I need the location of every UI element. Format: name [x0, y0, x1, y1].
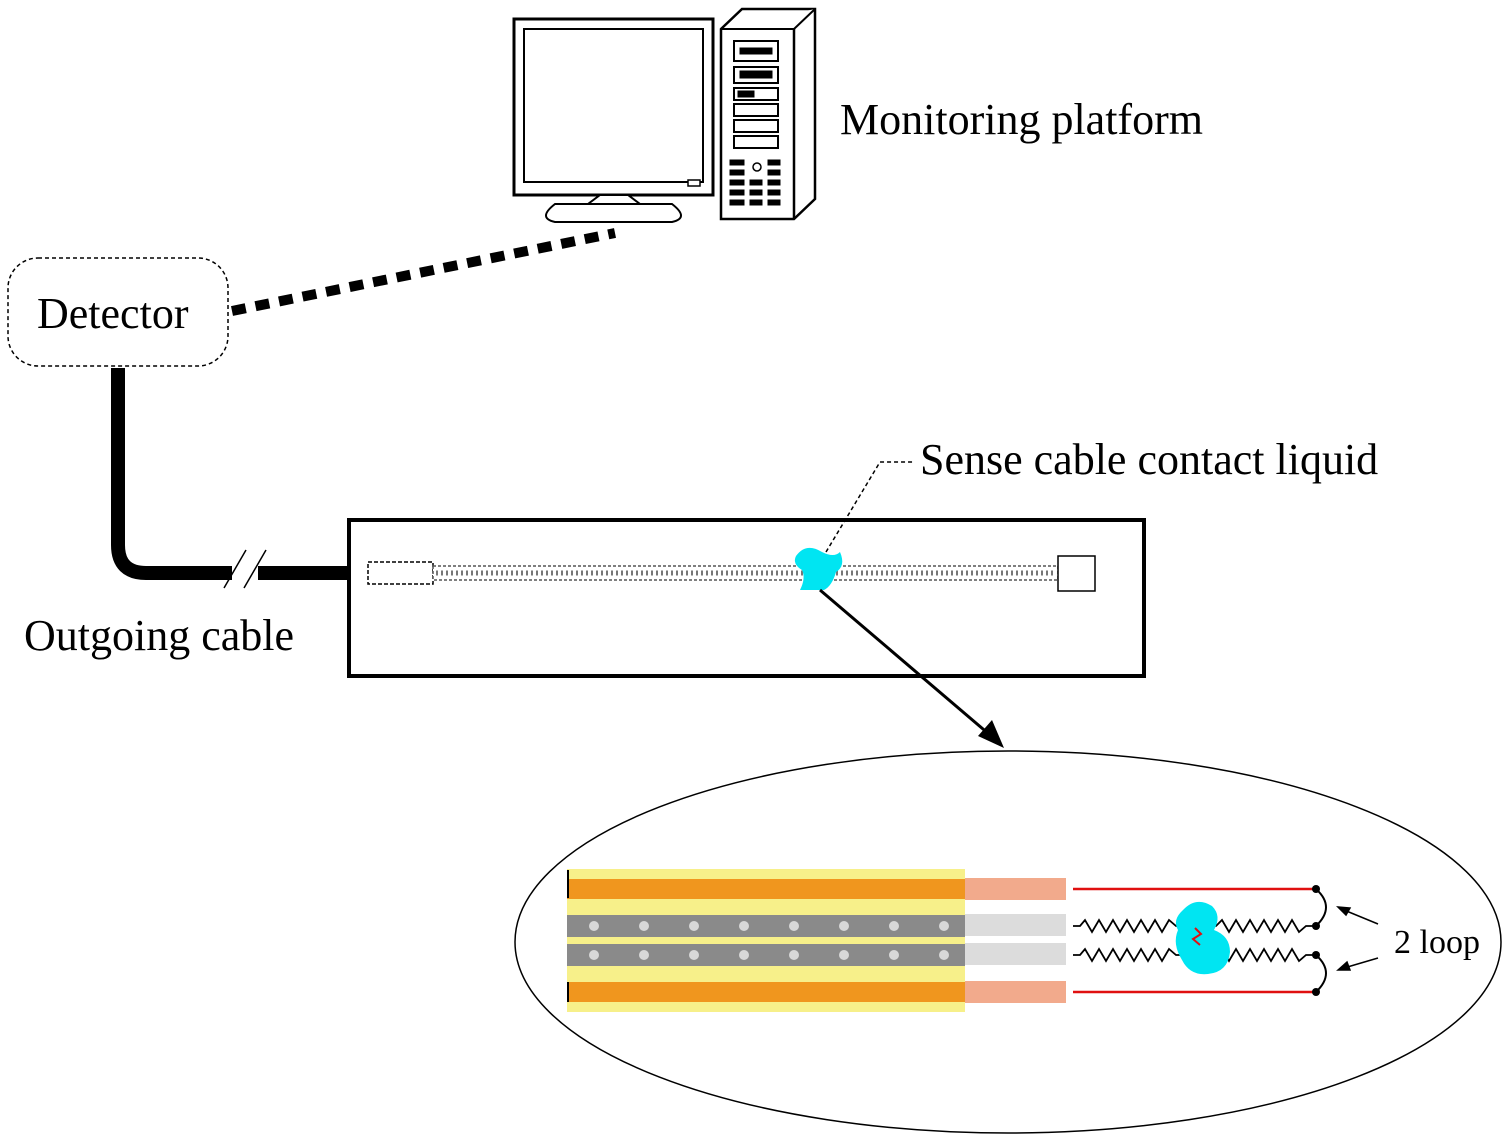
liquid-drop-icon [794, 547, 843, 590]
liquid-drop-zoom-icon [1175, 901, 1230, 975]
loop-arrows [1336, 906, 1379, 971]
computer-tower-icon [719, 7, 817, 221]
monitored-area-box [347, 518, 1146, 678]
loop-arcs [1315, 888, 1327, 993]
sense-cable-leader [825, 461, 915, 553]
sense-cable-label: Sense cable contact liquid [920, 435, 1378, 484]
monitoring-platform-label: Monitoring platform [840, 95, 1203, 144]
zoom-arrow-head [978, 720, 1004, 748]
wireless-link [231, 228, 616, 316]
zoom-ellipse [514, 750, 1502, 1134]
detector-label: Detector [37, 289, 189, 338]
computer-monitor-icon [512, 17, 715, 223]
short-circuit-mark [1191, 927, 1203, 946]
cable-break-mark [223, 549, 267, 589]
cable-cross-section [567, 869, 1066, 1012]
cable-end-terminal [1057, 555, 1096, 592]
outgoing-cable-vertical [111, 368, 232, 580]
wire-group [1073, 887, 1316, 994]
detector-box [7, 257, 229, 367]
loop-label: 2 loop [1394, 924, 1480, 961]
cable-connector [367, 561, 434, 585]
outgoing-cable-label: Outgoing cable [24, 611, 294, 660]
zoom-arrow [819, 588, 991, 737]
